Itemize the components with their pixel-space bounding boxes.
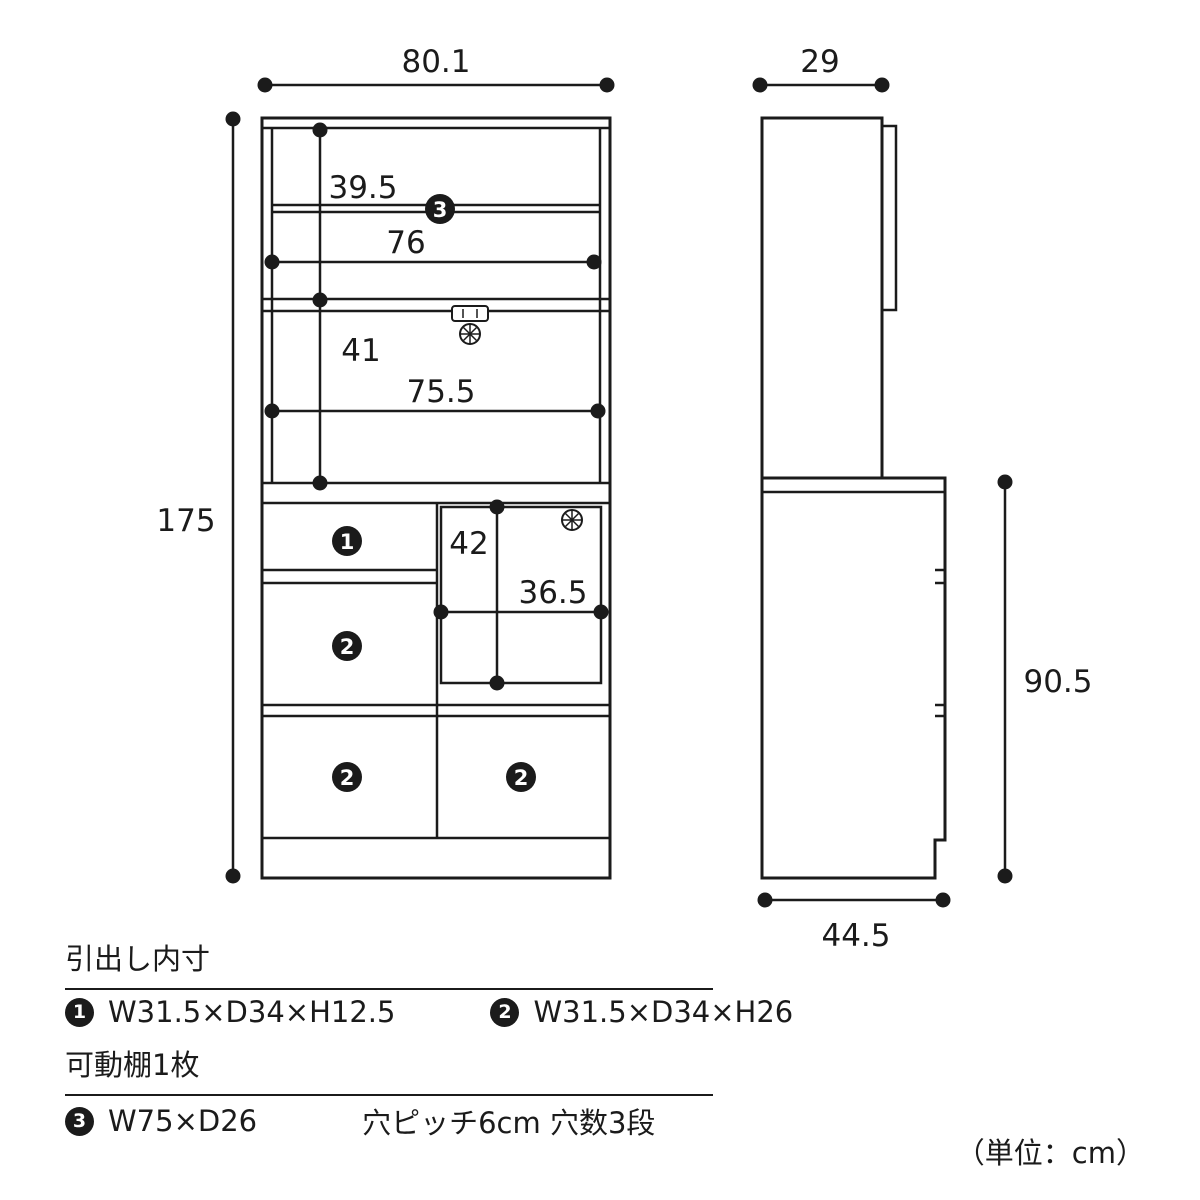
front-outer-frame [260,116,612,880]
side-lower-height-label: 90.5 [1023,664,1092,700]
upper-section-height-label: 39.5 [328,170,397,206]
side-lower-depth-label: 44.5 [821,918,890,954]
drawer2-badge: 2 [332,631,362,661]
dim-front-overall-height: 175 [156,111,241,884]
front-overall-width-label: 80.1 [401,44,470,80]
open-compartment-outline [439,505,603,685]
side-upper-depth-label: 29 [800,44,839,80]
dim-front-inner-heights: 39.5 41 [312,122,398,491]
shelf-size: W75×D26 [108,1104,258,1138]
svg-text:1: 1 [340,530,355,554]
dim-open-compartment-height: 42 [449,499,505,691]
dim-side-lower-height: 90.5 [997,474,1093,884]
dim-front-overall-width: 80.1 [257,44,615,93]
shelf-badge: 3 [425,194,455,224]
svg-text:2: 2 [340,635,355,659]
drawer1-badge: 1 [332,526,362,556]
dim-upper-inner-width: 76 [264,225,602,270]
drawer2-bottom-right-badge: 2 [506,762,536,792]
dim-open-compartment-width: 36.5 [433,575,609,620]
legend-drawer1-badge: 1 [65,997,94,1027]
side-view-structure [760,116,947,880]
side-lower-body [760,476,947,880]
shelf-size-row: 3 W75×D26 穴ピッチ6cm 穴数3段 [65,1100,655,1142]
open-compartment-width-label: 36.5 [518,575,587,611]
legend-shelf-badge: 3 [65,1106,94,1136]
dim-side-upper-depth: 29 [752,44,890,93]
middle-inner-width-label: 75.5 [406,374,475,410]
power-outlet-icon [451,305,489,322]
shelf-hole-note: 穴ピッチ6cm 穴数3段 [362,1106,656,1140]
svg-text:2: 2 [514,766,529,790]
drawer-section-title: 引出し内寸 [65,936,713,990]
dimension-annotations: 80.1 175 39.5 41 76 [156,44,1092,954]
drawer1-size: W31.5×D34×H12.5 [108,995,396,1029]
drawer-sizes-row: 1 W31.5×D34×H12.5 2 W31.5×D34×H26 [65,995,793,1029]
vent-icon-middle [459,323,481,345]
dim-side-lower-depth: 44.5 [757,892,951,954]
middle-section-height-label: 41 [341,333,380,369]
side-upper-body [760,116,884,480]
side-sliding-door-profile [880,124,898,312]
shelf-section-title: 可動棚1枚 [65,1042,713,1096]
upper-inner-width-label: 76 [386,225,425,261]
svg-text:3: 3 [433,198,448,222]
legend-drawer2-badge: 2 [490,997,520,1027]
svg-text:2: 2 [340,766,355,790]
front-overall-height-label: 175 [156,503,215,539]
front-view-structure [260,116,612,880]
open-compartment-height-label: 42 [449,526,488,562]
drawer2-size: W31.5×D34×H26 [533,995,794,1029]
drawer2-bottom-left-badge: 2 [332,762,362,792]
dim-middle-inner-width: 75.5 [264,374,606,419]
vent-icon-lower [561,509,583,531]
unit-note: （単位：cm） [955,1136,1145,1170]
